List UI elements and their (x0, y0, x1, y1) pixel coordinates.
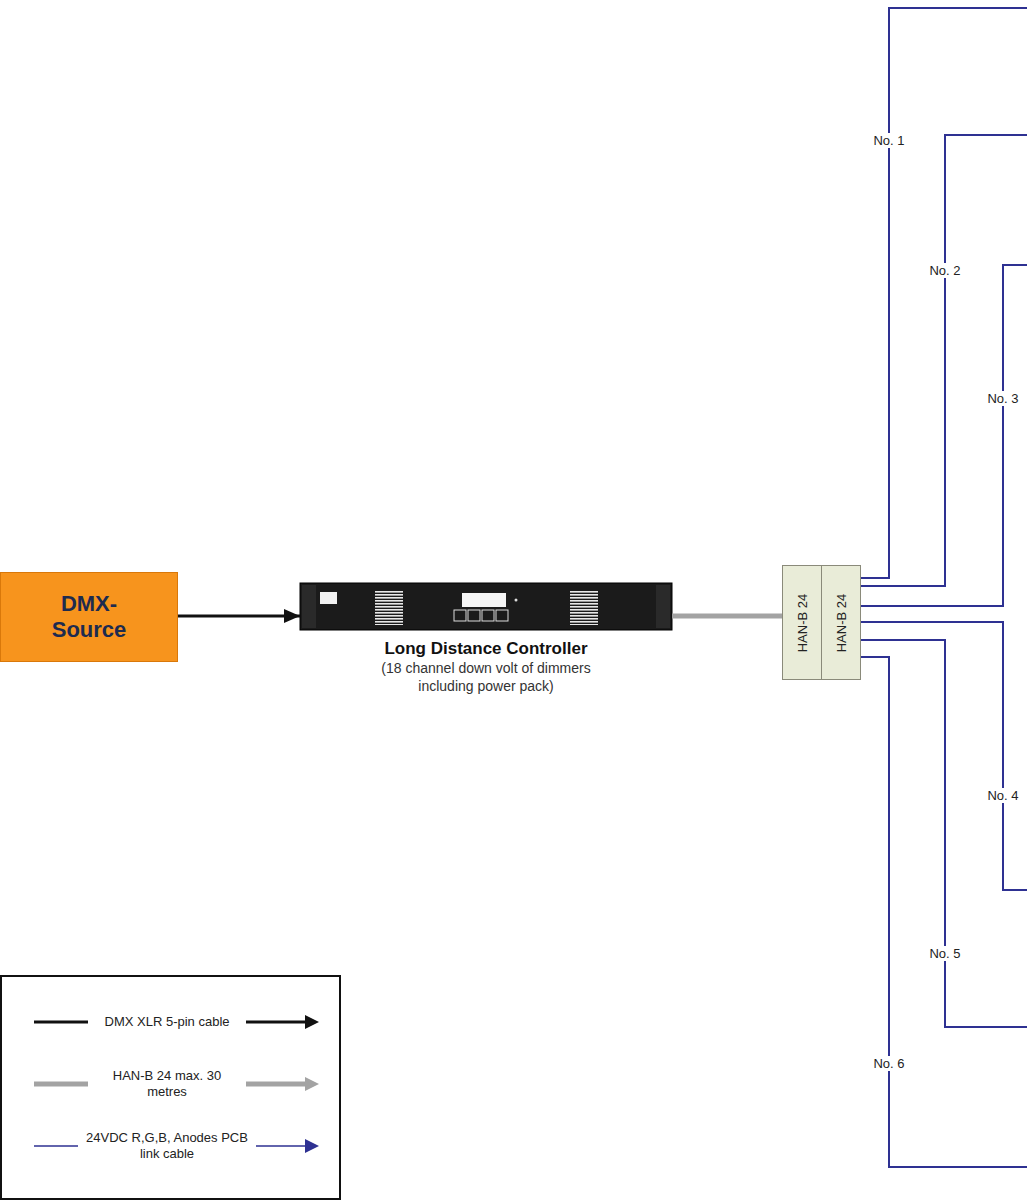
controller-unit: Long Distance Controller(18 channel down… (300, 583, 672, 695)
legend-text: HAN-B 24 max. 30 metres (92, 1068, 242, 1100)
cable-6 (861, 657, 1027, 1167)
cable-number: No. 2 (927, 263, 962, 278)
cable-number: No. 3 (985, 391, 1020, 406)
han-cable-sample (2, 1074, 92, 1094)
legend-entry: DMX XLR 5-pin cable (2, 991, 339, 1053)
device-heading: Long Distance Controller (300, 638, 672, 659)
han-cable-sample-arrow (242, 1074, 327, 1094)
legend-box: DMX XLR 5-pin cableHAN-B 24 max. 30 metr… (0, 975, 341, 1200)
legend-entry: HAN-B 24 max. 30 metres (2, 1053, 339, 1115)
connector-box: HAN-B 24 (821, 565, 861, 680)
cable-number: No. 1 (871, 133, 906, 148)
pcb-link-cables (861, 8, 1027, 1167)
dmx-cable-sample-arrow (242, 1012, 327, 1032)
connector-label: HAN-B 24 (834, 593, 849, 652)
device-note: (18 channel down volt of dimmers includi… (356, 659, 616, 695)
connector-label: HAN-B 24 (795, 593, 810, 652)
cable-3 (861, 265, 1027, 606)
dmx-cable-sample (2, 1012, 92, 1032)
han-cable (672, 614, 782, 619)
cable-number: No. 6 (871, 1056, 906, 1071)
cable-5 (861, 640, 1027, 1027)
legend-text: DMX XLR 5-pin cable (92, 1014, 242, 1030)
rack-device (300, 583, 672, 630)
pcb-cable-sample-arrow (252, 1136, 327, 1156)
cable-number: No. 5 (927, 946, 962, 961)
legend-entry: 24VDC R,G,B, Anodes PCB link cable (2, 1115, 339, 1177)
source-label: DMX- Source (42, 591, 137, 643)
pcb-cable-sample (2, 1136, 82, 1156)
dmx-cable (178, 615, 300, 618)
connector-box: HAN-B 24 (782, 565, 822, 680)
source-box: DMX- Source (0, 572, 178, 662)
cable-number: No. 4 (985, 788, 1020, 803)
legend-text: 24VDC R,G,B, Anodes PCB link cable (82, 1130, 252, 1162)
